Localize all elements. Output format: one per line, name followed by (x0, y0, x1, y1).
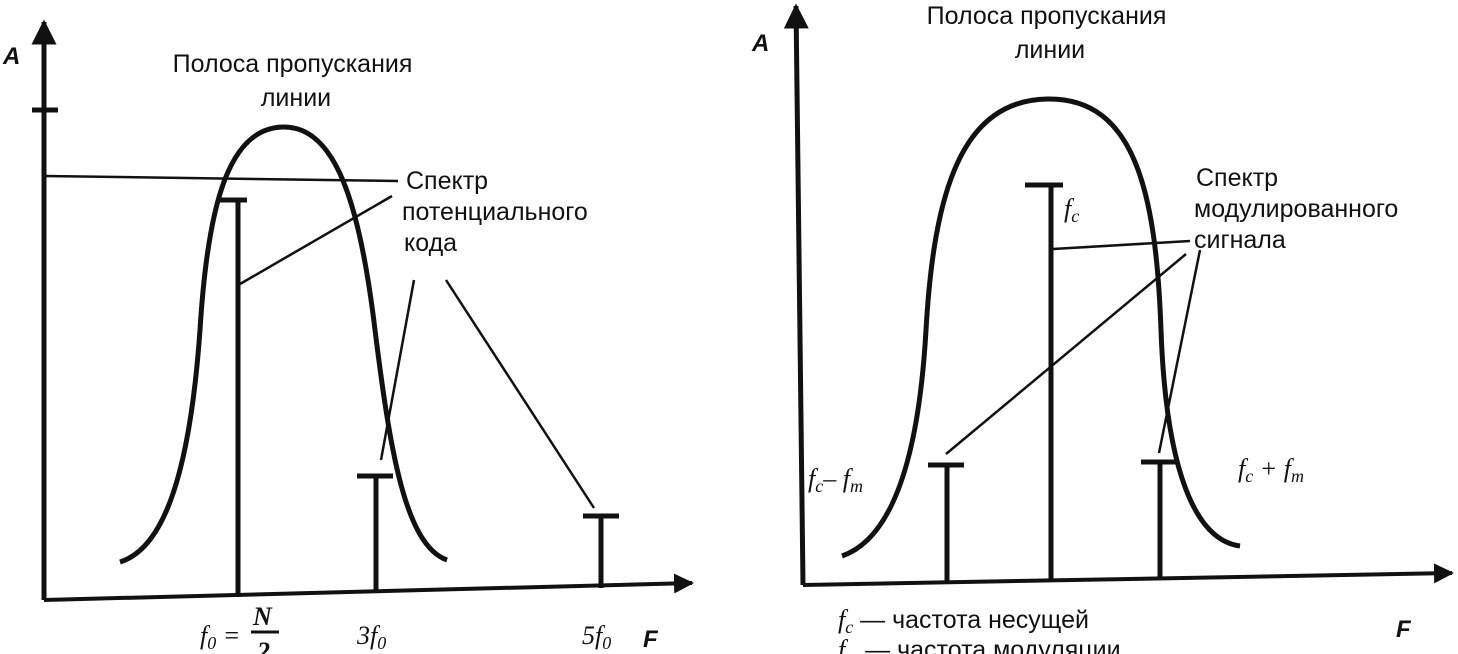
left-leader-5f0 (444, 279, 596, 509)
right-lower-sideband-label: fc– fm (808, 464, 863, 496)
left-tick-3f0: 3f0 (356, 621, 386, 653)
left-fraction-numerator: N (252, 602, 273, 631)
left-tick-5f0: 5f0 (582, 621, 611, 653)
right-band-label: Полоса пропускания линии (927, 2, 1174, 64)
right-carrier-label: fc (1064, 194, 1079, 226)
right-y-axis (783, 3, 809, 586)
right-spectrum-label: Спектр модулированного сигнала (1194, 164, 1405, 254)
legend-modulation-frequency: fm — частота модуляции (838, 635, 1121, 654)
left-spectrum-label: Спектр потенциального кода (402, 167, 595, 257)
left-x-axis (43, 573, 694, 602)
legend-carrier-frequency: fc — частота несущей (838, 605, 1089, 637)
right-leader-upper (1157, 249, 1202, 454)
left-fraction-denominator: 2 (256, 637, 270, 654)
right-upper-sideband-label: fc + fm (1238, 454, 1304, 486)
left-bandwidth-curve (119, 124, 448, 565)
right-leader-lower (945, 253, 1187, 455)
left-x-axis-label: F (643, 626, 659, 653)
right-legend: fc — частота несущей fm — частота модуля… (838, 605, 1121, 654)
right-bandwidth-curve (841, 96, 1241, 559)
left-reference-line (43, 174, 399, 183)
right-x-axis-label: F (1396, 616, 1412, 643)
left-y-axis-label: A (2, 43, 20, 70)
left-leader-3f0 (379, 279, 416, 461)
left-diagram: A F Полоса пропускания линии Спектр поте… (2, 19, 694, 654)
left-band-label: Полоса пропускания линии (173, 50, 420, 112)
right-diagram: A F Полоса пропускания линии Спектр моду… (751, 2, 1454, 654)
left-leader-f0 (239, 194, 393, 286)
left-tick-f0: f0 = (200, 621, 240, 653)
right-x-axis (802, 563, 1454, 587)
right-y-axis-label: A (751, 30, 769, 57)
right-leader-carrier (1052, 239, 1191, 251)
